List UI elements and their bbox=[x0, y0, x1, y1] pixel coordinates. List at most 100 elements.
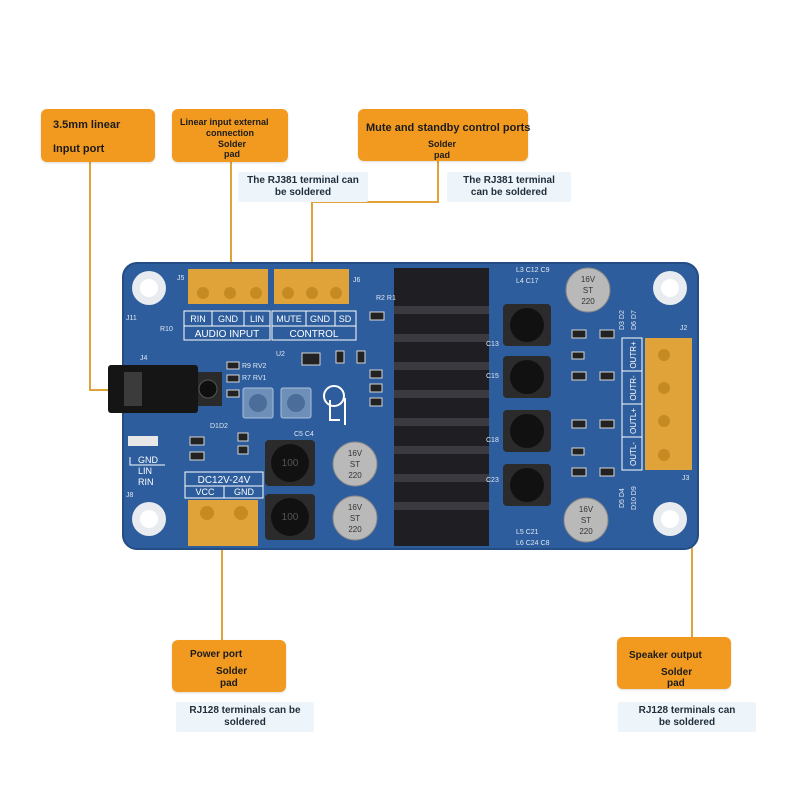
heatsink bbox=[394, 268, 489, 546]
callout-control-line3: pad bbox=[434, 150, 451, 160]
silk-j6: J6 bbox=[353, 277, 361, 284]
silk-d5d4: D5 D4 bbox=[619, 488, 626, 508]
silk-c15: C15 bbox=[486, 373, 499, 380]
silk-d3d2: D3 D2 bbox=[619, 310, 626, 330]
left-label: LIN bbox=[138, 466, 152, 476]
cap-value: 220 bbox=[348, 471, 362, 480]
callout-power-line2: Solder bbox=[216, 666, 248, 677]
power-pin-label: VCC bbox=[195, 487, 215, 497]
note-linein: The RJ381 terminal can be soldered bbox=[238, 172, 368, 202]
smd-components bbox=[189, 311, 615, 477]
silk-r7rv1: R7 RV1 bbox=[242, 375, 266, 382]
mounting-holes bbox=[132, 271, 687, 536]
silk-d10d9: D10 D9 bbox=[631, 486, 638, 510]
note-control-line1: The RJ381 terminal bbox=[463, 175, 555, 186]
speaker-pin-label: OUTL+ bbox=[629, 408, 638, 434]
note-power: RJ128 terminals can be soldered bbox=[176, 702, 314, 732]
silk-c23: C23 bbox=[486, 477, 499, 484]
note-power-line2: soldered bbox=[224, 717, 266, 728]
power-rating: DC12V-24V bbox=[198, 475, 251, 486]
cap-brand: ST bbox=[350, 460, 360, 469]
potentiometers bbox=[242, 387, 312, 419]
note-power-line1: RJ128 terminals can be bbox=[189, 705, 301, 716]
cap-value: 220 bbox=[581, 297, 595, 306]
leader-control bbox=[311, 158, 439, 290]
callout-jack-line1: 3.5mm linear bbox=[53, 119, 121, 131]
speaker-pin-label: OUTR- bbox=[629, 375, 638, 401]
silk-l3c12: L3 C12 C9 bbox=[516, 267, 550, 274]
silk-l4c17: L4 C17 bbox=[516, 278, 539, 285]
silk-c13: C13 bbox=[486, 341, 499, 348]
note-linein-line1: The RJ381 terminal can bbox=[247, 175, 359, 186]
left-signal-labels: GND LIN RIN bbox=[128, 436, 165, 487]
note-linein-line2: be soldered bbox=[274, 187, 332, 198]
silk-u2: U2 bbox=[276, 351, 285, 358]
note-speaker-line2: be soldered bbox=[658, 717, 716, 728]
callout-jack-line2: Input port bbox=[53, 143, 105, 155]
power-header: DC12V-24V VCC GND bbox=[184, 471, 264, 546]
audio-pin-label: RIN bbox=[190, 314, 206, 324]
silk-j8: J8 bbox=[126, 492, 134, 499]
capacitors: 16V ST 220 16V ST 220 16V ST 220 16V ST … bbox=[332, 267, 611, 543]
callout-linein: Linear input external connection Solder … bbox=[172, 109, 288, 162]
silk-j2: J2 bbox=[680, 325, 688, 332]
control-pin-label: SD bbox=[339, 314, 352, 324]
control-title: CONTROL bbox=[290, 329, 339, 340]
speaker-header: OUTR+ OUTR- OUTL+ OUTL- bbox=[621, 337, 692, 471]
cap-brand: ST bbox=[350, 514, 360, 523]
control-pin-label: GND bbox=[310, 314, 331, 324]
cap-voltage: 16V bbox=[579, 505, 594, 514]
callout-control-line1: Mute and standby control ports bbox=[366, 122, 531, 134]
left-label: RIN bbox=[138, 477, 154, 487]
callout-power-line3: pad bbox=[220, 678, 238, 689]
cap-voltage: 16V bbox=[348, 503, 363, 512]
note-speaker-line1: RJ128 terminals can bbox=[638, 705, 736, 716]
callout-speaker-line1: Speaker output bbox=[629, 650, 702, 661]
silk-d1d2: D1D2 bbox=[210, 423, 228, 430]
control-header: MUTE GND SD CONTROL bbox=[271, 269, 357, 341]
cap-voltage: 16V bbox=[581, 275, 596, 284]
left-label: GND bbox=[138, 455, 159, 465]
speaker-pin-label: OUTR+ bbox=[629, 341, 638, 369]
inductor-marking: 100 bbox=[282, 458, 299, 469]
cap-value: 220 bbox=[579, 527, 593, 536]
audio-jack bbox=[108, 365, 222, 413]
callout-power: Power port Solder pad bbox=[172, 640, 286, 692]
callout-linein-line1: Linear input external bbox=[180, 117, 269, 127]
cap-brand: ST bbox=[583, 286, 593, 295]
silk-r2r1: R2 R1 bbox=[376, 295, 396, 302]
callout-control-line2: Solder bbox=[428, 139, 457, 149]
callout-speaker: Speaker output Solder pad bbox=[617, 637, 731, 689]
speaker-pin-label: OUTL- bbox=[629, 442, 638, 466]
note-control-line2: can be soldered bbox=[470, 187, 548, 198]
silkscreen: J5 J6 J11 R10 J4 J8 J2 J3 U2 R2 R1 R9 RV… bbox=[126, 267, 690, 547]
control-pin-label: MUTE bbox=[276, 314, 302, 324]
silk-j3: J3 bbox=[682, 475, 690, 482]
audio-input-header: RIN GND LIN AUDIO INPUT bbox=[183, 269, 271, 341]
inductor-marking: 100 bbox=[282, 512, 299, 523]
cap-value: 220 bbox=[348, 525, 362, 534]
note-control: The RJ381 terminal can be soldered bbox=[447, 172, 571, 202]
inductors: 100 100 bbox=[265, 304, 551, 540]
audio-pin-label: GND bbox=[218, 314, 239, 324]
silk-j11: J11 bbox=[126, 315, 137, 322]
callout-linein-line4: pad bbox=[224, 149, 241, 159]
callout-power-line1: Power port bbox=[190, 649, 243, 660]
audio-input-title: AUDIO INPUT bbox=[195, 329, 259, 340]
silk-r10: R10 bbox=[160, 326, 173, 333]
silk-r9rv2: R9 RV2 bbox=[242, 363, 266, 370]
cap-voltage: 16V bbox=[348, 449, 363, 458]
silk-j4: J4 bbox=[140, 355, 148, 362]
silk-d6d7: D6 D7 bbox=[631, 310, 638, 330]
callout-linein-line3: Solder bbox=[218, 139, 247, 149]
board-logo bbox=[323, 385, 346, 425]
silk-c18: C18 bbox=[486, 437, 499, 444]
note-speaker: RJ128 terminals can be soldered bbox=[618, 702, 756, 732]
callout-control: Mute and standby control ports Solder pa… bbox=[358, 109, 531, 161]
audio-pin-label: LIN bbox=[250, 314, 264, 324]
silk-c5c4: C5 C4 bbox=[294, 431, 314, 438]
cap-brand: ST bbox=[581, 516, 591, 525]
callout-speaker-line2: Solder bbox=[661, 667, 693, 678]
callout-jack: 3.5mm linear Input port bbox=[41, 109, 155, 162]
